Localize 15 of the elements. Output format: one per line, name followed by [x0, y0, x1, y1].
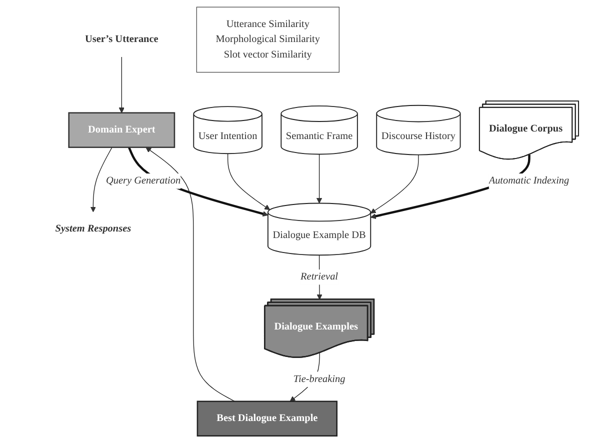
node-box: Domain Expert: [68, 112, 176, 148]
edge-label: Retrieval: [300, 271, 338, 282]
arrow: [119, 56, 125, 114]
arrow: [316, 154, 322, 204]
node-box: Best Dialogue Example: [197, 400, 338, 437]
node-box: Utterance Similarity Morphological Similarity Slot vector Similarity: [196, 6, 340, 73]
node-text: User’s Utterance: [85, 34, 158, 45]
arrow: [370, 154, 419, 214]
edge-label: Tie-breaking: [294, 374, 346, 384]
edge-label: Query Generation: [106, 175, 181, 186]
node-text: System Responses: [55, 223, 132, 234]
edge-label: Automatic Indexing: [488, 175, 570, 186]
arrow: [228, 153, 270, 210]
arrow: [146, 147, 236, 402]
arrow: [90, 147, 113, 212]
